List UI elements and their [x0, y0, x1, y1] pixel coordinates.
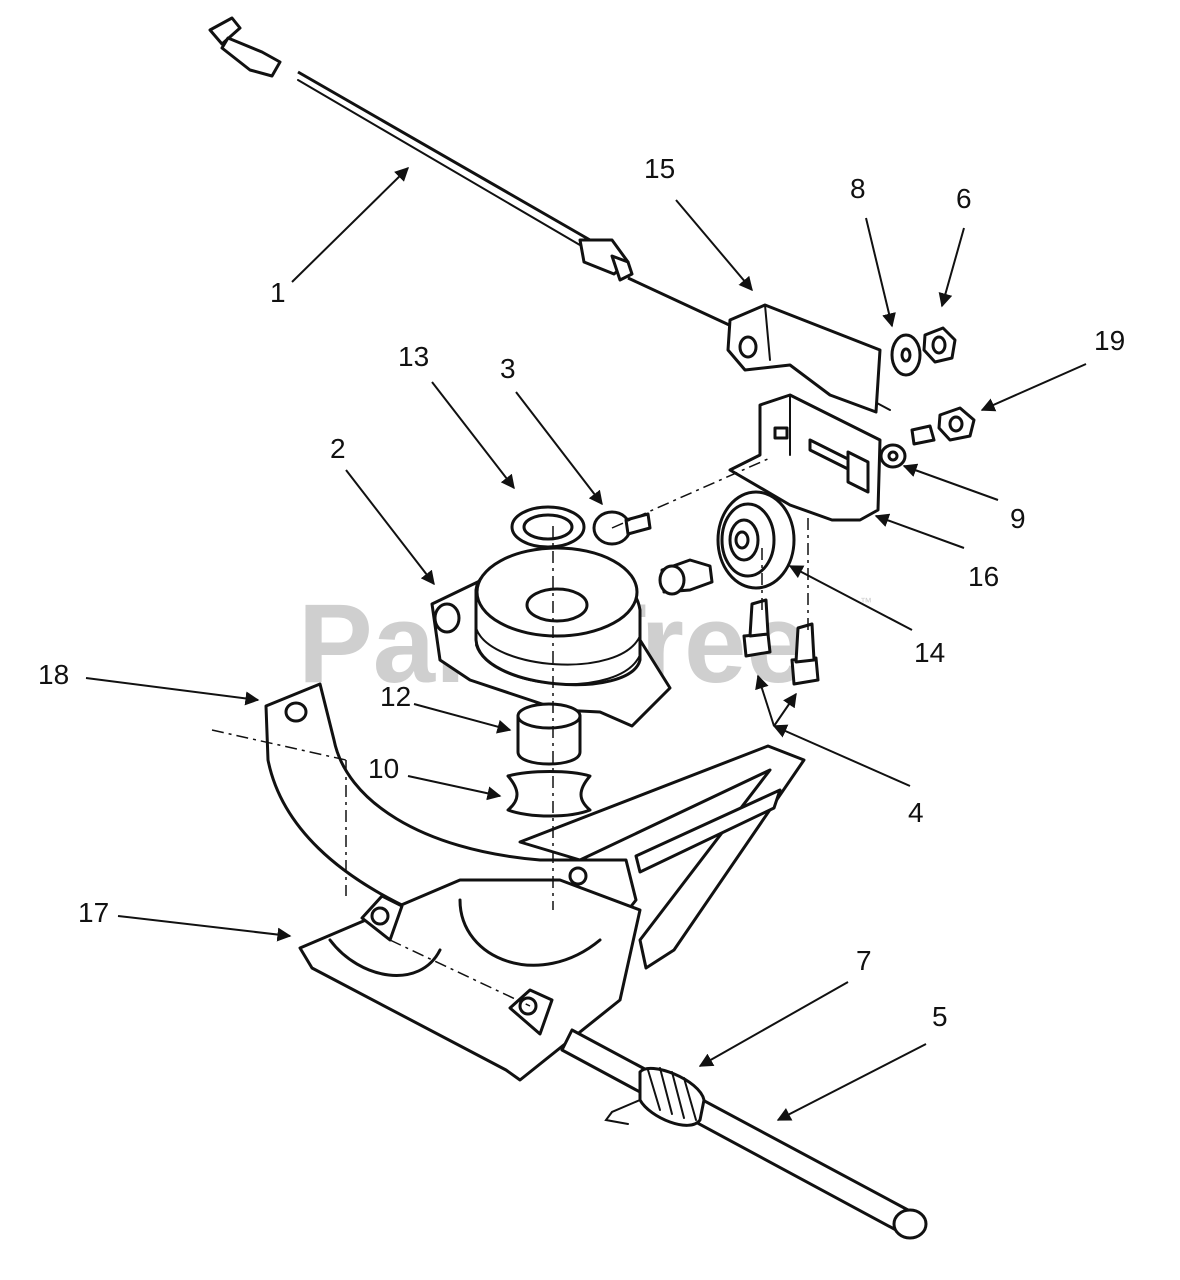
callout-10: 10 — [368, 753, 399, 784]
callout-19: 19 — [1094, 325, 1125, 356]
callout-3: 3 — [500, 353, 516, 384]
callout-17: 17 — [78, 897, 109, 928]
leaders — [85, 167, 1087, 1121]
callout-15: 15 — [644, 153, 675, 184]
callout-18: 18 — [38, 659, 69, 690]
link-arm — [518, 744, 806, 970]
part-4-bolts — [742, 598, 820, 686]
shoulder-bolt — [658, 558, 714, 596]
callout-7: 7 — [856, 945, 872, 976]
callout-13: 13 — [398, 341, 429, 372]
watermark-trademark: ™ — [860, 595, 872, 609]
part-10-spacer — [506, 770, 592, 818]
part-13-ring — [510, 505, 586, 549]
part-5-shaft — [560, 1028, 928, 1240]
part-14-idler-pulley — [716, 490, 796, 590]
part-6-nut — [922, 326, 957, 364]
part-8-washer — [890, 333, 922, 377]
part-17-base-plate — [298, 878, 642, 1082]
part-15-bracket — [726, 303, 882, 414]
callout-labels: 1 15 8 6 19 13 3 2 9 16 14 18 12 10 4 17… — [38, 153, 1125, 1032]
callout-4: 4 — [908, 797, 924, 828]
assembly-guides — [211, 457, 809, 1007]
callout-6: 6 — [956, 183, 972, 214]
part-7-spring — [604, 1066, 706, 1127]
part-16-bracket — [728, 393, 882, 522]
part-2-pulley-assembly — [430, 546, 672, 728]
callout-16: 16 — [968, 561, 999, 592]
part-12-bushing — [516, 702, 582, 766]
callout-1: 1 — [270, 277, 286, 308]
callout-5: 5 — [932, 1001, 948, 1032]
callout-2: 2 — [330, 433, 346, 464]
part-9-washer — [879, 443, 907, 469]
part-3-bolt — [592, 510, 652, 546]
part-19-nut — [910, 406, 976, 446]
callout-12: 12 — [380, 681, 411, 712]
callout-8: 8 — [850, 173, 866, 204]
callout-14: 14 — [914, 637, 945, 668]
callout-9: 9 — [1010, 503, 1026, 534]
